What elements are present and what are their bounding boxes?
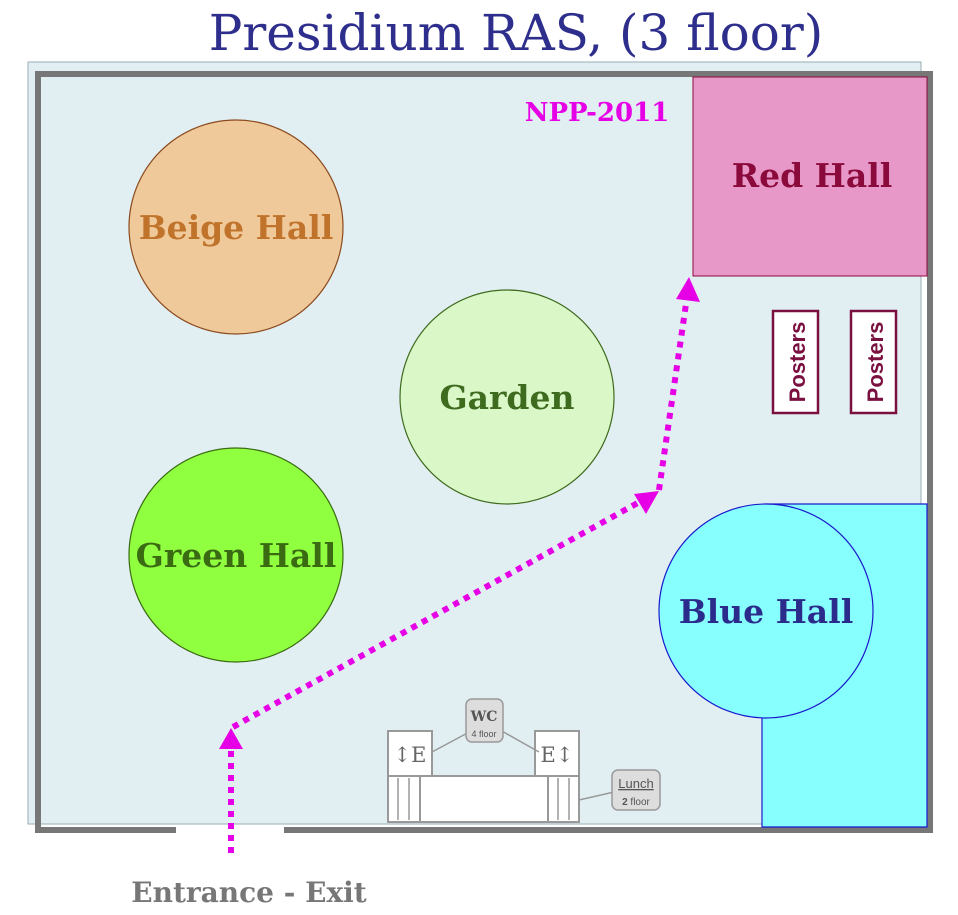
wc-floor-label: 4 floor: [471, 729, 496, 739]
route-arrow-right-icon: [634, 491, 659, 514]
garden[interactable]: Garden: [399, 289, 615, 505]
garden-label: Garden: [439, 378, 574, 417]
green-hall[interactable]: Green Hall: [128, 447, 344, 663]
route-path: [228, 296, 690, 853]
page-title: Presidium RAS, (3 floor): [209, 4, 823, 62]
lunch-label: Lunch: [618, 776, 653, 791]
beige-hall[interactable]: Beige Hall: [128, 119, 344, 335]
lunch-floor-label: 2 floor: [622, 797, 650, 808]
posters-label-1: Posters: [785, 322, 810, 403]
posters-board-1[interactable]: Posters: [771, 309, 820, 415]
wc-callout: WC 4 floor: [431, 698, 540, 753]
route-arrow-up-icon: [219, 728, 243, 749]
posters-label-2: Posters: [863, 322, 888, 403]
elevator-left[interactable]: ↕E: [387, 730, 433, 777]
elevator-right[interactable]: E↕: [534, 730, 580, 777]
event-label: NPP-2011: [525, 98, 670, 128]
elevator-left-label: ↕E: [394, 743, 427, 767]
posters-board-2[interactable]: Posters: [849, 309, 898, 415]
outer-walls: [35, 71, 933, 833]
wc-label: WC: [470, 709, 498, 725]
lunch-callout: Lunch 2 floor: [578, 769, 661, 811]
elevator-right-label: E↕: [541, 743, 574, 767]
green-hall-label: Green Hall: [136, 536, 337, 575]
red-hall-label: Red Hall: [732, 156, 893, 195]
beige-hall-label: Beige Hall: [139, 208, 334, 247]
stairwell: [387, 775, 580, 823]
route-arrow-up-icon-2: [676, 277, 700, 302]
entrance-exit-label: Entrance - Exit: [131, 876, 367, 909]
route-arrowheads: [219, 277, 700, 749]
blue-hall-label: Blue Hall: [679, 592, 854, 631]
red-hall[interactable]: Red Hall: [692, 76, 928, 277]
blue-hall[interactable]: Blue Hall: [658, 503, 928, 828]
